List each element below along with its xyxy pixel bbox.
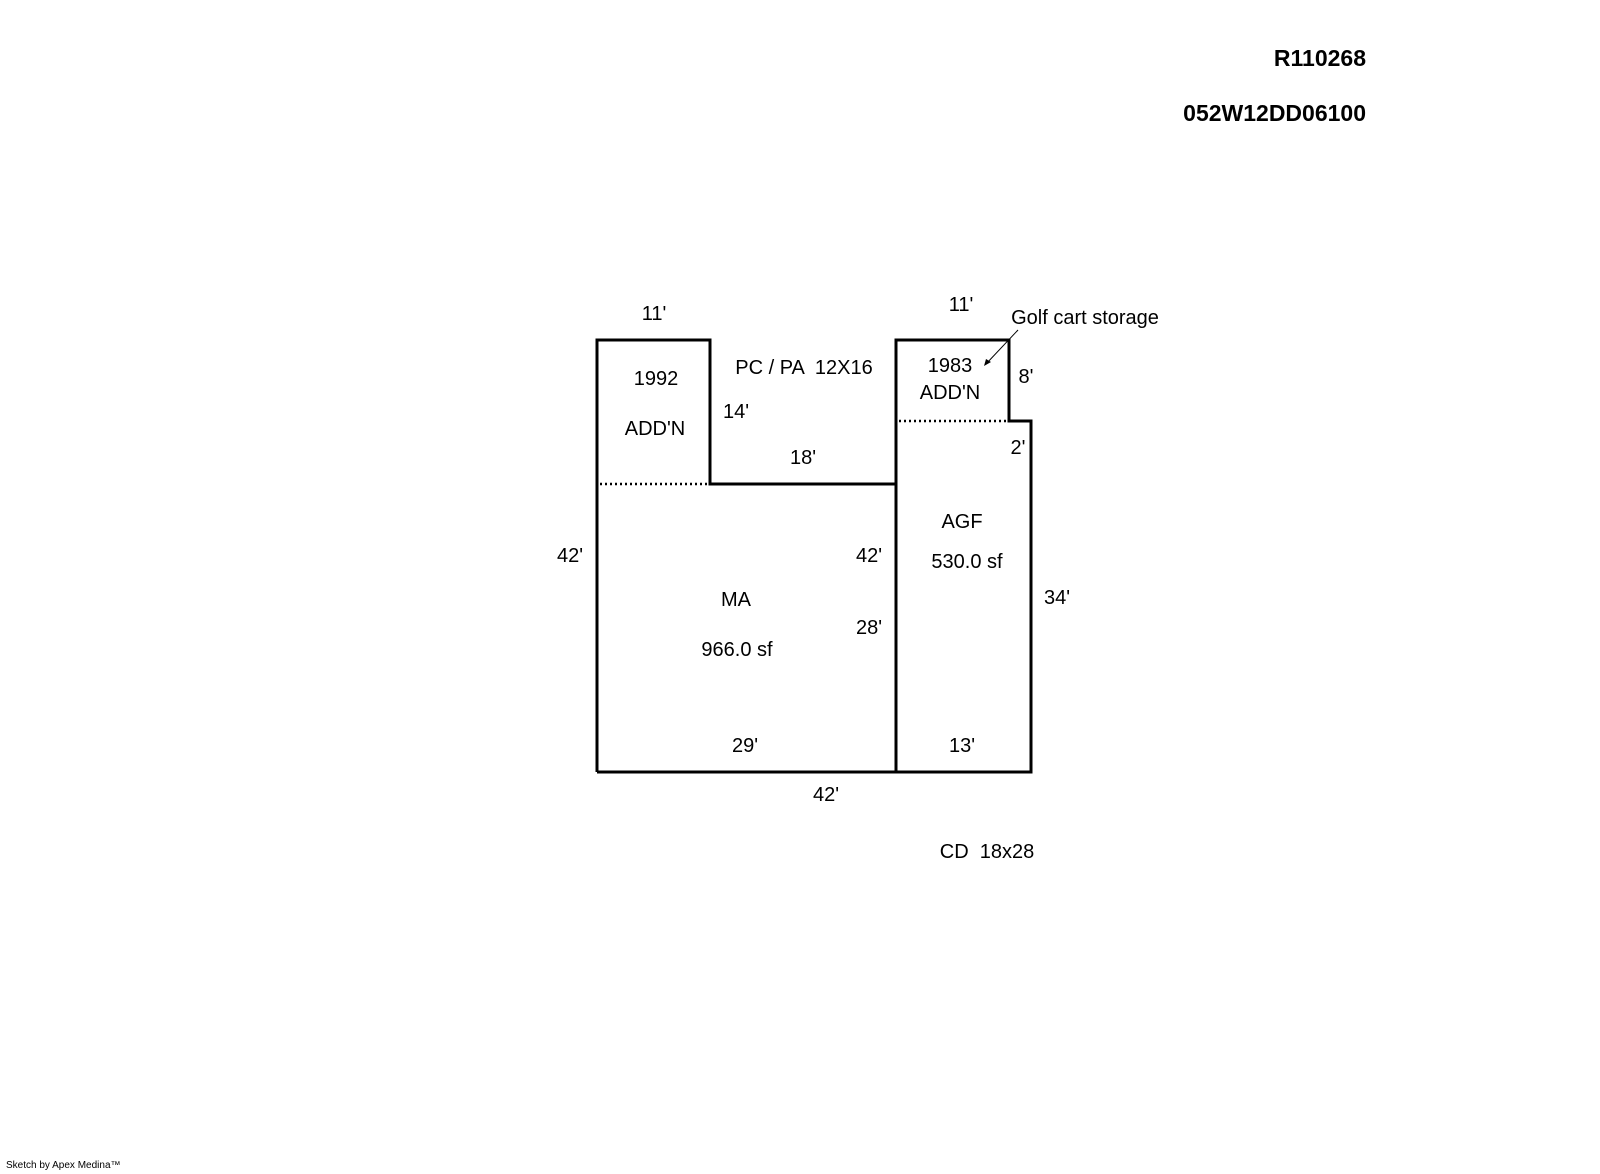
dim-inner-lower: 28' — [856, 617, 882, 639]
dim-step: 2' — [1011, 437, 1026, 459]
parcel-id: R110268 — [1274, 45, 1366, 71]
porch-label: PC / PA 12X16 — [735, 357, 873, 379]
dim-total-bottom: 42' — [813, 784, 839, 806]
garage-label: AGF — [941, 511, 982, 533]
add-1983-label: ADD'N — [920, 382, 981, 404]
dim-inner-height: 42' — [856, 545, 882, 567]
golf-cart-note: Golf cart storage — [1011, 307, 1159, 329]
map-number: 052W12DD06100 — [1183, 100, 1366, 126]
dim-agf-bottom: 13' — [949, 735, 975, 757]
add-1983-year: 1983 — [928, 355, 973, 377]
dim-right-height: 34' — [1044, 587, 1070, 609]
main-area-size: 966.0 sf — [701, 639, 773, 661]
dim-porch-depth: 14' — [723, 401, 749, 423]
dim-porch-width: 18' — [790, 447, 816, 469]
dim-top-right: 11' — [949, 294, 974, 316]
arrow-line — [985, 329, 1019, 365]
deck-label: CD 18x28 — [940, 841, 1035, 863]
footer-credit: Sketch by Apex Medina™ — [6, 1160, 121, 1171]
dim-left-height: 42' — [557, 545, 583, 567]
main-area-label: MA — [721, 589, 752, 611]
garage-area: 530.0 sf — [931, 551, 1003, 573]
add-1992-year: 1992 — [634, 368, 679, 390]
dim-golf-height: 8' — [1019, 366, 1034, 388]
dim-top-left: 11' — [642, 303, 667, 325]
add-1992-label: ADD'N — [625, 418, 686, 440]
outline-left-wing — [595, 338, 896, 772]
arrow-head-icon — [984, 359, 991, 366]
dim-ma-bottom: 29' — [732, 735, 758, 757]
